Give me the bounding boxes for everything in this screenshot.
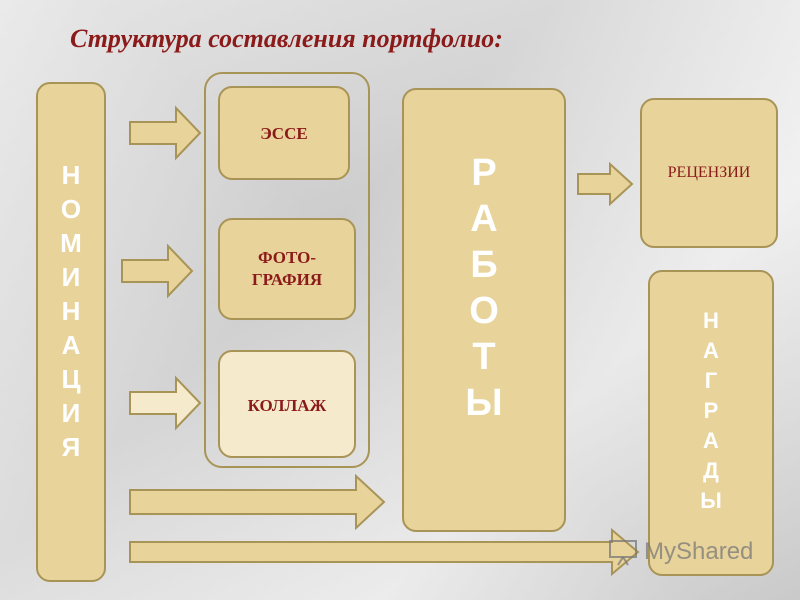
awards-letter: А (703, 338, 719, 363)
nomination-label: Н О М И Н А Ц И Я (38, 162, 104, 460)
essay-label: ЭССЕ (260, 124, 308, 143)
presentation-icon (609, 540, 637, 566)
arrow-to-photography (121, 243, 194, 299)
reviews-label: РЕЦЕНЗИИ (667, 164, 751, 181)
nomination-letter: М (60, 228, 82, 258)
works-label: Р А Б О Т Ы (404, 154, 564, 422)
awards-letter: Н (703, 308, 719, 333)
essay-box: ЭССЕ (218, 86, 350, 180)
page-title: Структура составления портфолио: (70, 24, 503, 53)
works-box: Р А Б О Т Ы (402, 88, 566, 532)
options-group (204, 72, 370, 468)
arrow-to-essay (129, 105, 202, 161)
awards-letter: Г (704, 368, 718, 393)
photography-label-line2: ГРАФИЯ (251, 270, 323, 289)
awards-letter: Д (703, 458, 719, 483)
nomination-letter: Я (61, 432, 81, 462)
nomination-letter: Н (61, 296, 81, 326)
awards-letter: Ы (700, 488, 722, 513)
works-letter: А (470, 198, 498, 240)
nomination-letter: И (61, 262, 81, 292)
nomination-letter: И (61, 398, 81, 428)
collage-box: КОЛЛАЖ (218, 350, 356, 458)
nomination-box: Н О М И Н А Ц И Я (36, 82, 106, 582)
arrow-to-reviews (577, 161, 634, 207)
nomination-letter: А (61, 330, 81, 360)
arrow-to-works (129, 473, 386, 531)
works-letter: Р (471, 152, 497, 194)
arrow-to-awards (129, 527, 640, 577)
works-letter: О (469, 290, 499, 332)
awards-box: Н А Г Р А Д Ы (648, 270, 774, 576)
photography-label-line1: ФОТО- (257, 248, 317, 267)
works-letter: Т (472, 336, 496, 378)
nomination-letter: О (60, 194, 82, 224)
nomination-letter: Н (61, 160, 81, 190)
awards-label: Н А Г Р А Д Ы (650, 310, 772, 512)
photography-box: ФОТО- ГРАФИЯ (218, 218, 356, 320)
reviews-box: РЕЦЕНЗИИ (640, 98, 778, 248)
arrow-to-collage (129, 375, 202, 431)
awards-letter: Р (703, 398, 719, 423)
watermark-text: MyShared (644, 538, 754, 565)
watermark: MyShared (608, 538, 753, 566)
works-letter: Б (470, 244, 498, 286)
works-letter: Ы (465, 382, 503, 424)
collage-label: КОЛЛАЖ (247, 396, 327, 415)
nomination-letter: Ц (61, 364, 81, 394)
awards-letter: А (703, 428, 719, 453)
